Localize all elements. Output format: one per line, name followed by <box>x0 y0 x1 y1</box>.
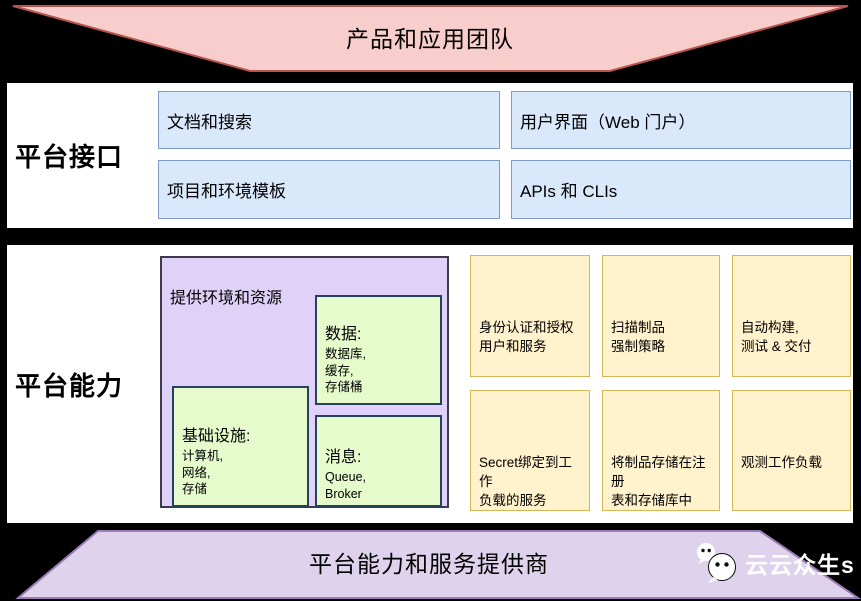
card-line: 负载的服务 <box>479 493 547 508</box>
message-box-item: Queue, <box>325 470 367 484</box>
card-line: 强制策略 <box>611 339 665 354</box>
infra-box-title: 基础设施: <box>182 428 251 445</box>
bottom-banner-label: 平台能力和服务提供商 <box>309 551 549 577</box>
capability-card-scan-artifacts: 扫描制品 强制策略 <box>602 255 720 377</box>
data-box-item: 存储桶 <box>325 380 363 394</box>
card-line: 用户和服务 <box>479 339 547 354</box>
top-banner-label: 产品和应用团队 <box>346 26 514 52</box>
infra-box-item: 计算机, <box>182 449 223 463</box>
card-line: 自动构建, <box>741 320 799 335</box>
message-box-item: Broker <box>325 486 362 501</box>
data-resources-box: 数据: 数据库, 缓存, 存储桶 <box>315 295 442 405</box>
message-resources-box: 消息: Queue, Broker <box>315 415 442 507</box>
platform-capability-section: 平台能力 提供环境和资源 数据: 数据库, 缓存, 存储桶 基础设施: 计算机,… <box>2 240 858 528</box>
interface-box-project-templates: 项目和环境模板 <box>158 160 500 219</box>
platform-interface-section: 平台接口 文档和搜索 项目和环境模板 用户界面（Web 门户） APIs 和 C… <box>2 78 858 233</box>
capability-card-artifact-registry: 将制品存储在注册 表和存储库中 <box>602 390 720 511</box>
infrastructure-resources-box: 基础设施: 计算机, 网络, 存储 <box>172 386 309 507</box>
card-line: 扫描制品 <box>611 320 665 335</box>
watermark-text: 云云众生s <box>745 552 855 578</box>
card-line: 身份认证和授权 <box>479 320 574 335</box>
card-line: 测试 & 交付 <box>741 339 812 354</box>
infra-box-item: 存储 <box>182 482 208 496</box>
capability-card-build-test-deliver: 自动构建, 测试 & 交付 <box>732 255 851 377</box>
card-line: 表和存储库中 <box>611 493 692 508</box>
capability-card-observe-workloads: 观测工作负载 <box>732 390 851 511</box>
card-line: Secret绑定到工作 <box>479 455 573 489</box>
interface-box-apis-clis: APIs 和 CLIs <box>511 160 851 219</box>
platform-capability-title: 平台能力 <box>15 370 124 401</box>
wechat-icon <box>697 543 736 583</box>
interface-box-docs-search: 文档和搜索 <box>158 91 500 149</box>
capability-card-auth: 身份认证和授权 用户和服务 <box>470 255 590 377</box>
message-box-title: 消息: <box>325 449 362 466</box>
watermark: 云云众生s <box>694 541 855 585</box>
provision-panel-title: 提供环境和资源 <box>170 290 283 307</box>
data-box-title: 数据: <box>325 326 362 343</box>
bottom-banner-trapezoid <box>15 530 861 599</box>
card-line: 将制品存储在注册 <box>611 455 706 489</box>
platform-interface-title: 平台接口 <box>15 142 124 172</box>
data-box-item: 数据库, <box>325 347 366 361</box>
data-box-item: 缓存, <box>325 363 354 378</box>
top-banner-trapezoid <box>12 5 849 72</box>
provision-environment-panel: 提供环境和资源 数据: 数据库, 缓存, 存储桶 基础设施: 计算机, 网络, … <box>160 256 449 508</box>
capability-card-secret-binding: Secret绑定到工作 负载的服务 <box>470 390 590 511</box>
interface-box-web-portal: 用户界面（Web 门户） <box>511 91 851 149</box>
card-line: 观测工作负载 <box>741 455 822 470</box>
infra-box-item: 网络, <box>182 465 211 480</box>
